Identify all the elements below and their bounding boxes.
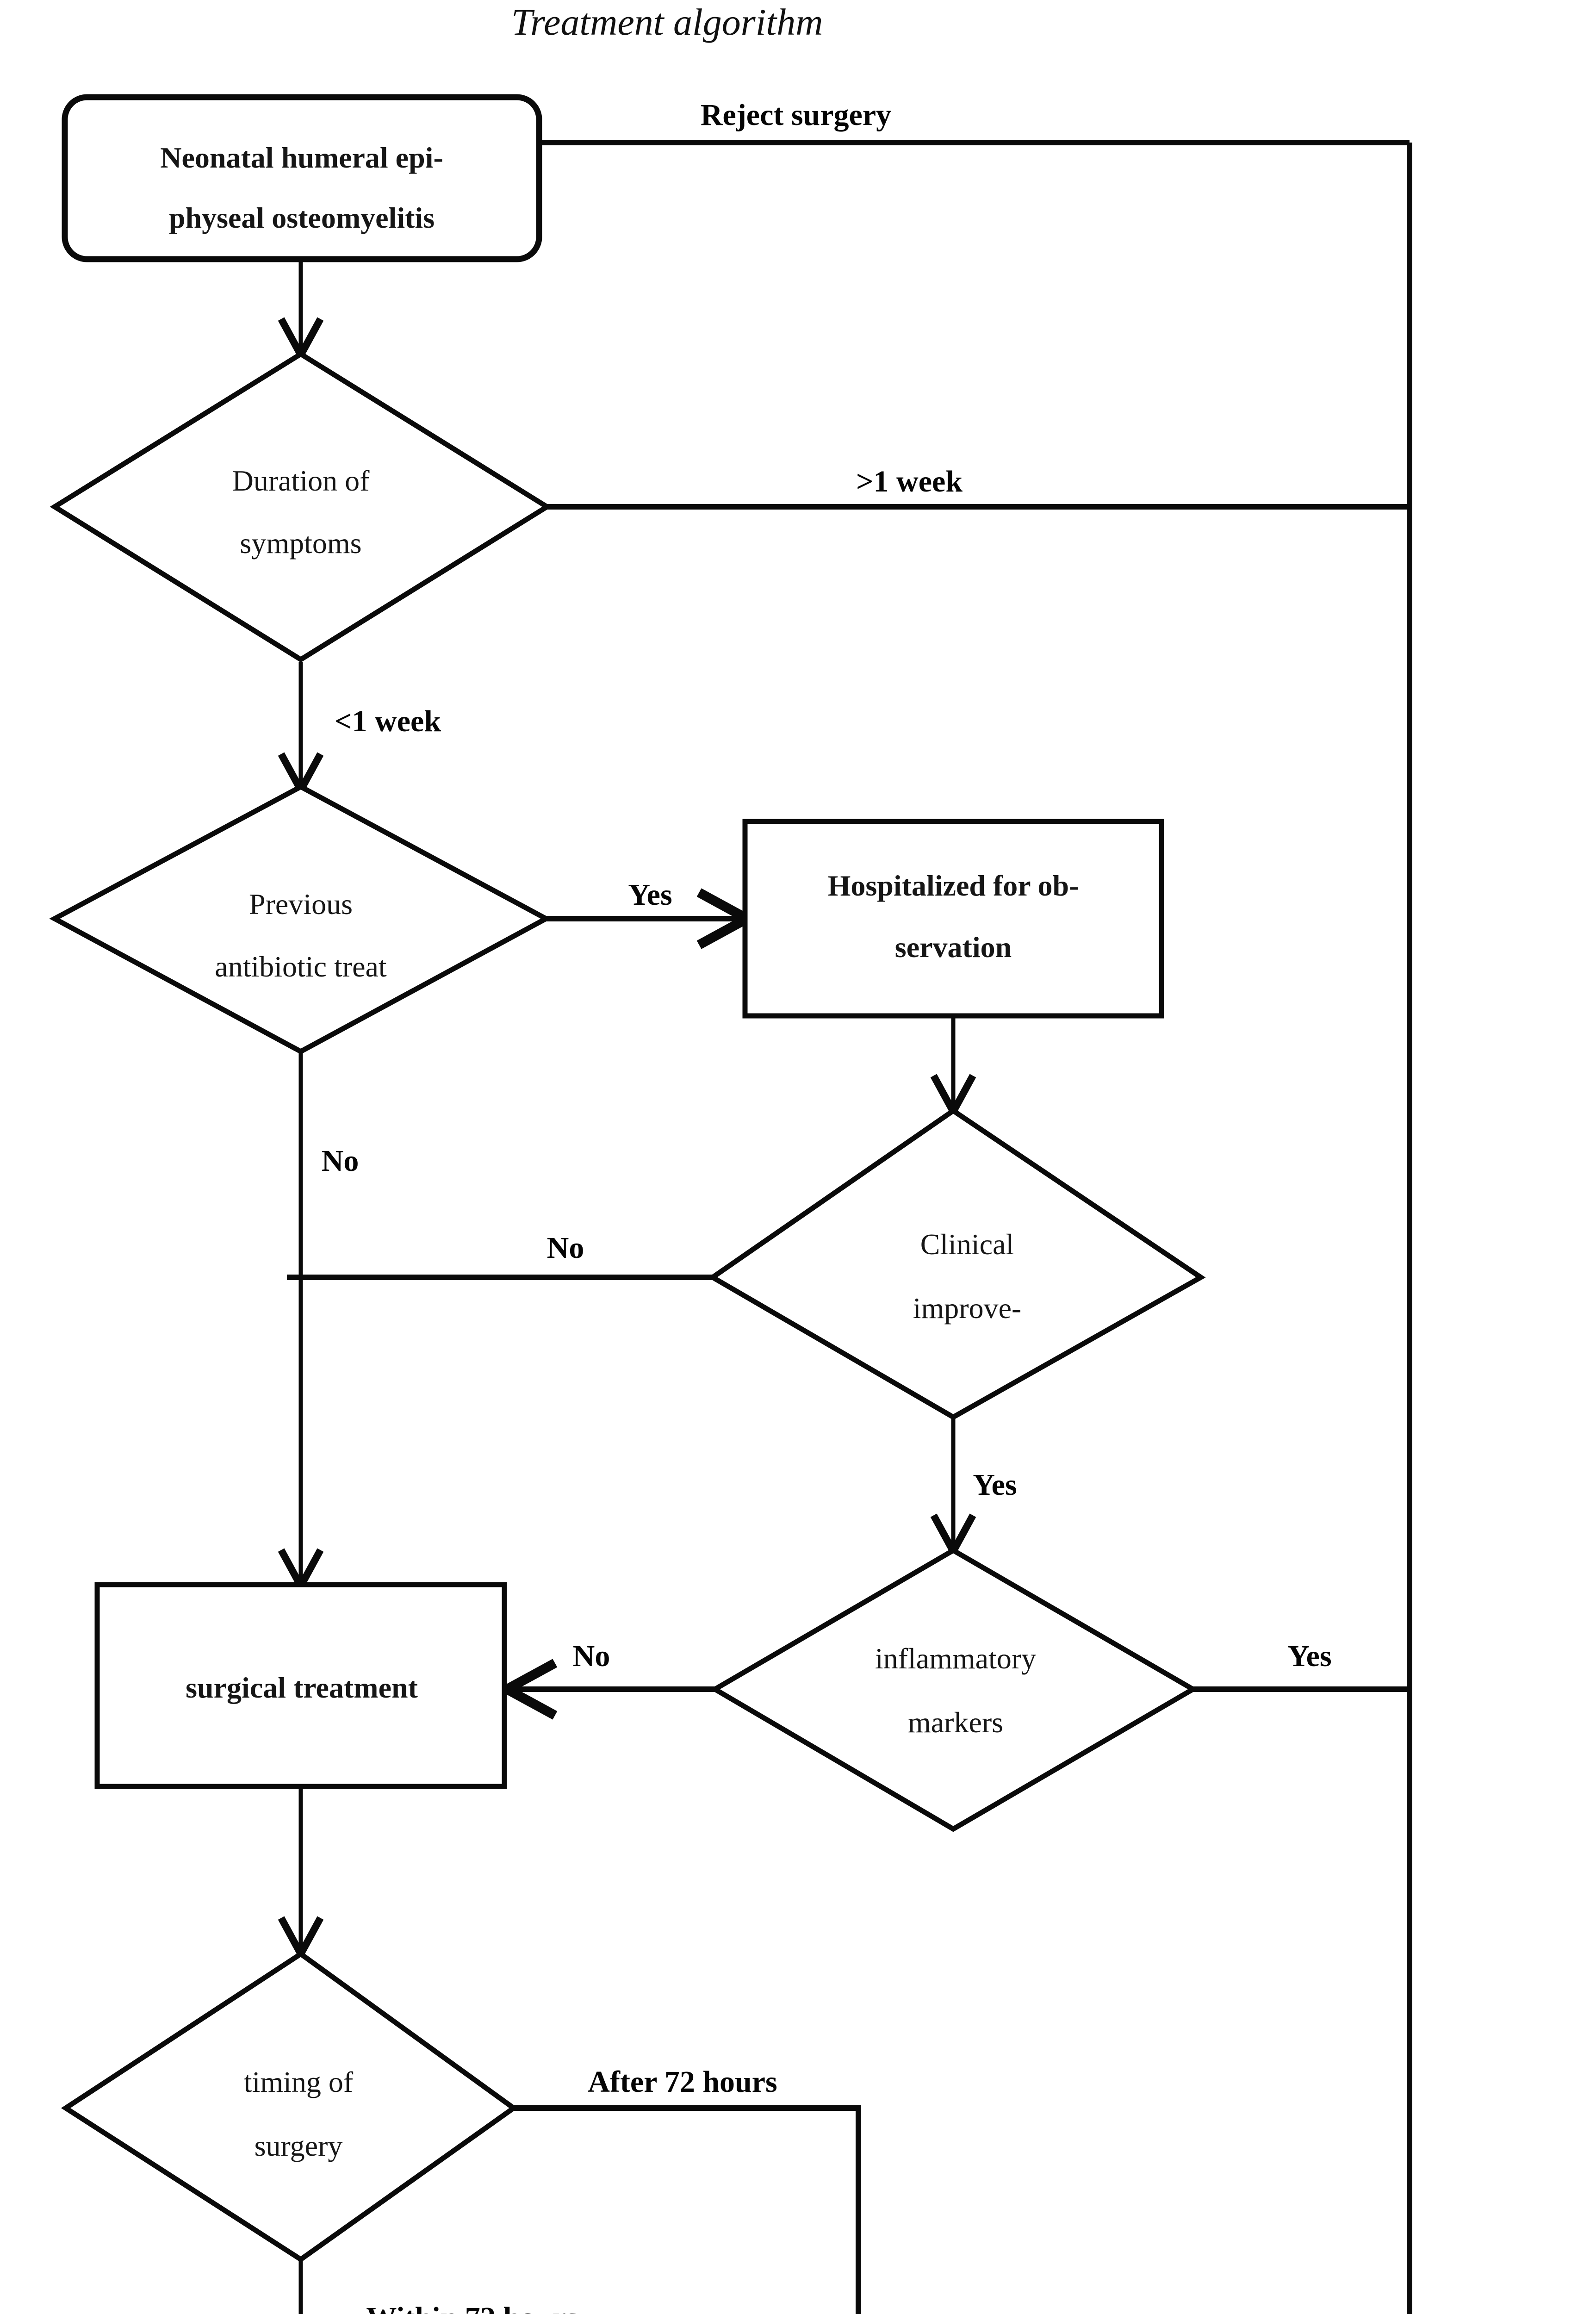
node-prev-antibiotic-line2: antibiotic treat — [215, 950, 387, 983]
node-start[interactable]: Neonatal humeral epi- physeal osteomyeli… — [62, 94, 542, 262]
edge-label-within-72-hours: Within 72 hours — [366, 2301, 578, 2314]
node-duration-line2: symptoms — [240, 527, 361, 560]
node-duration-line1: Duration of — [232, 464, 370, 497]
node-surgical-treatment-shape — [94, 1582, 507, 1789]
page-title: Treatment algorithm — [511, 1, 823, 43]
node-surgical-treatment-label: surgical treatment — [186, 1671, 418, 1704]
node-start-shape — [62, 94, 542, 262]
node-clinical-improve-shape — [708, 1107, 1206, 1420]
node-start-line2: physeal osteomyelitis — [169, 201, 435, 234]
edge-label-reject-surgery: Reject surgery — [701, 98, 891, 132]
node-timing-of-surgery[interactable]: timing of surgery — [61, 1951, 518, 2263]
edge-label-clinical-no: No — [547, 1231, 584, 1265]
edge-label-lt-one-week: <1 week — [335, 704, 441, 738]
node-prev-antibiotic-line1: Previous — [249, 888, 353, 921]
node-clinical-improve-line2: improve- — [913, 1292, 1022, 1325]
node-timing-of-surgery-shape — [61, 1951, 518, 2263]
edge-label-gt-one-week: >1 week — [856, 465, 963, 498]
node-inflammatory-markers-line1: inflammatory — [875, 1642, 1036, 1675]
node-hospitalized[interactable]: Hospitalized for ob- servation — [742, 819, 1164, 1019]
node-inflammatory-markers[interactable]: inflammatory markers — [710, 1547, 1198, 1832]
node-clinical-improve[interactable]: Clinical improve- — [708, 1107, 1206, 1420]
node-inflammatory-markers-shape — [710, 1547, 1198, 1832]
edge-label-prev-antibiotic-yes: Yes — [628, 878, 672, 912]
node-inflammatory-markers-line2: markers — [908, 1706, 1003, 1739]
node-prev-antibiotic-shape — [49, 784, 552, 1055]
edge-label-clinical-yes: Yes — [973, 1468, 1017, 1502]
edge-label-inflammatory-no: No — [573, 1639, 610, 1673]
edge-label-after-72-hours: After 72 hours — [588, 2065, 777, 2099]
node-clinical-improve-line1: Clinical — [920, 1228, 1014, 1261]
node-hospitalized-line1: Hospitalized for ob- — [828, 869, 1079, 902]
edge-label-inflammatory-yes: Yes — [1287, 1639, 1331, 1673]
node-duration[interactable]: Duration of symptoms — [50, 351, 552, 663]
node-duration-shape — [50, 351, 552, 663]
node-start-line1: Neonatal humeral epi- — [160, 141, 443, 174]
node-hospitalized-line2: servation — [895, 931, 1012, 964]
node-hospitalized-shape — [742, 819, 1164, 1019]
node-surgical-treatment[interactable]: surgical treatment — [94, 1582, 507, 1789]
node-timing-of-surgery-line2: surgery — [255, 2129, 343, 2162]
node-timing-of-surgery-line1: timing of — [244, 2065, 354, 2098]
edge-after-72-hours — [514, 2105, 861, 2314]
node-prev-antibiotic[interactable]: Previous antibiotic treat — [49, 784, 552, 1055]
edge-label-prev-antibiotic-no: No — [322, 1144, 359, 1178]
